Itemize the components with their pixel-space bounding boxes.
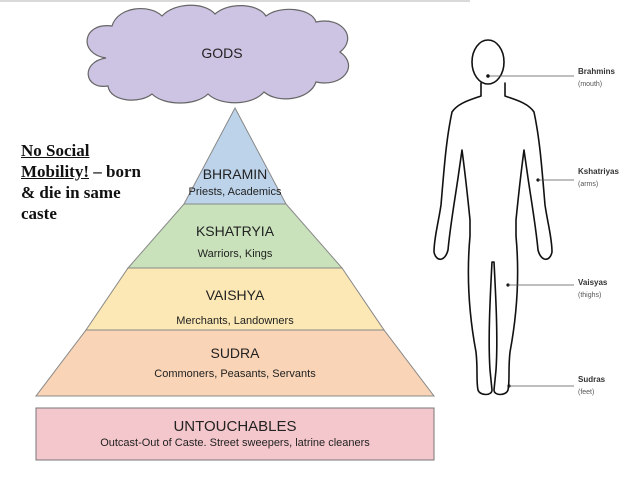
human-body-figure — [433, 39, 553, 396]
tier-bhramin-subtitle: Priests, Academics — [189, 186, 282, 198]
caste-pyramid: BHRAMIN Priests, Academics KSHATRYIA War… — [34, 106, 436, 397]
untouchables-box: UNTOUCHABLES Outcast-Out of Caste. Stree… — [35, 407, 435, 461]
vaisyas-label: Vaisyas — [578, 278, 608, 287]
gods-cloud: GODS — [86, 4, 350, 104]
social-mobility-note: No Social Mobility! – born & die in same… — [21, 140, 156, 224]
kshatriyas-label: Kshatriyas — [578, 167, 619, 176]
brahmins-sublabel: (mouth) — [578, 81, 602, 88]
untouchables-subtitle: Outcast-Out of Caste. Street sweepers, l… — [100, 437, 370, 449]
tier-vaishya-subtitle: Merchants, Landowners — [176, 315, 294, 327]
untouchables-bg — [35, 407, 435, 461]
kshatriyas-sublabel: (arms) — [578, 181, 598, 188]
tier-kshatryia-title: KSHATRYIA — [196, 223, 275, 239]
tier-sudra-title: SUDRA — [210, 345, 260, 361]
tier-kshatryia-subtitle: Warriors, Kings — [198, 248, 273, 260]
mouth-marker — [486, 74, 490, 78]
cloud-shape — [86, 4, 350, 104]
vaisyas-sublabel: (thighs) — [578, 292, 601, 299]
tier-sudra-subtitle: Commoners, Peasants, Servants — [154, 368, 316, 380]
sudras-sublabel: (feet) — [578, 389, 594, 396]
gods-label: GODS — [201, 45, 242, 61]
head-outline — [471, 39, 505, 85]
note-rest: – born & die in same caste — [21, 162, 141, 223]
body-labels: Brahmins (mouth) Kshatriyas (arms) Vaisy… — [486, 67, 619, 396]
tier-vaishya-title: VAISHYA — [206, 287, 265, 303]
top-rule — [0, 0, 470, 2]
body-outline — [433, 82, 553, 396]
tier-sudra-bg — [34, 329, 436, 397]
tier-bhramin-title: BHRAMIN — [203, 166, 268, 182]
note-underlined: No Social Mobility! — [21, 141, 90, 181]
untouchables-title: UNTOUCHABLES — [173, 418, 296, 435]
sudras-label: Sudras — [578, 375, 606, 384]
brahmins-label: Brahmins — [578, 67, 615, 76]
